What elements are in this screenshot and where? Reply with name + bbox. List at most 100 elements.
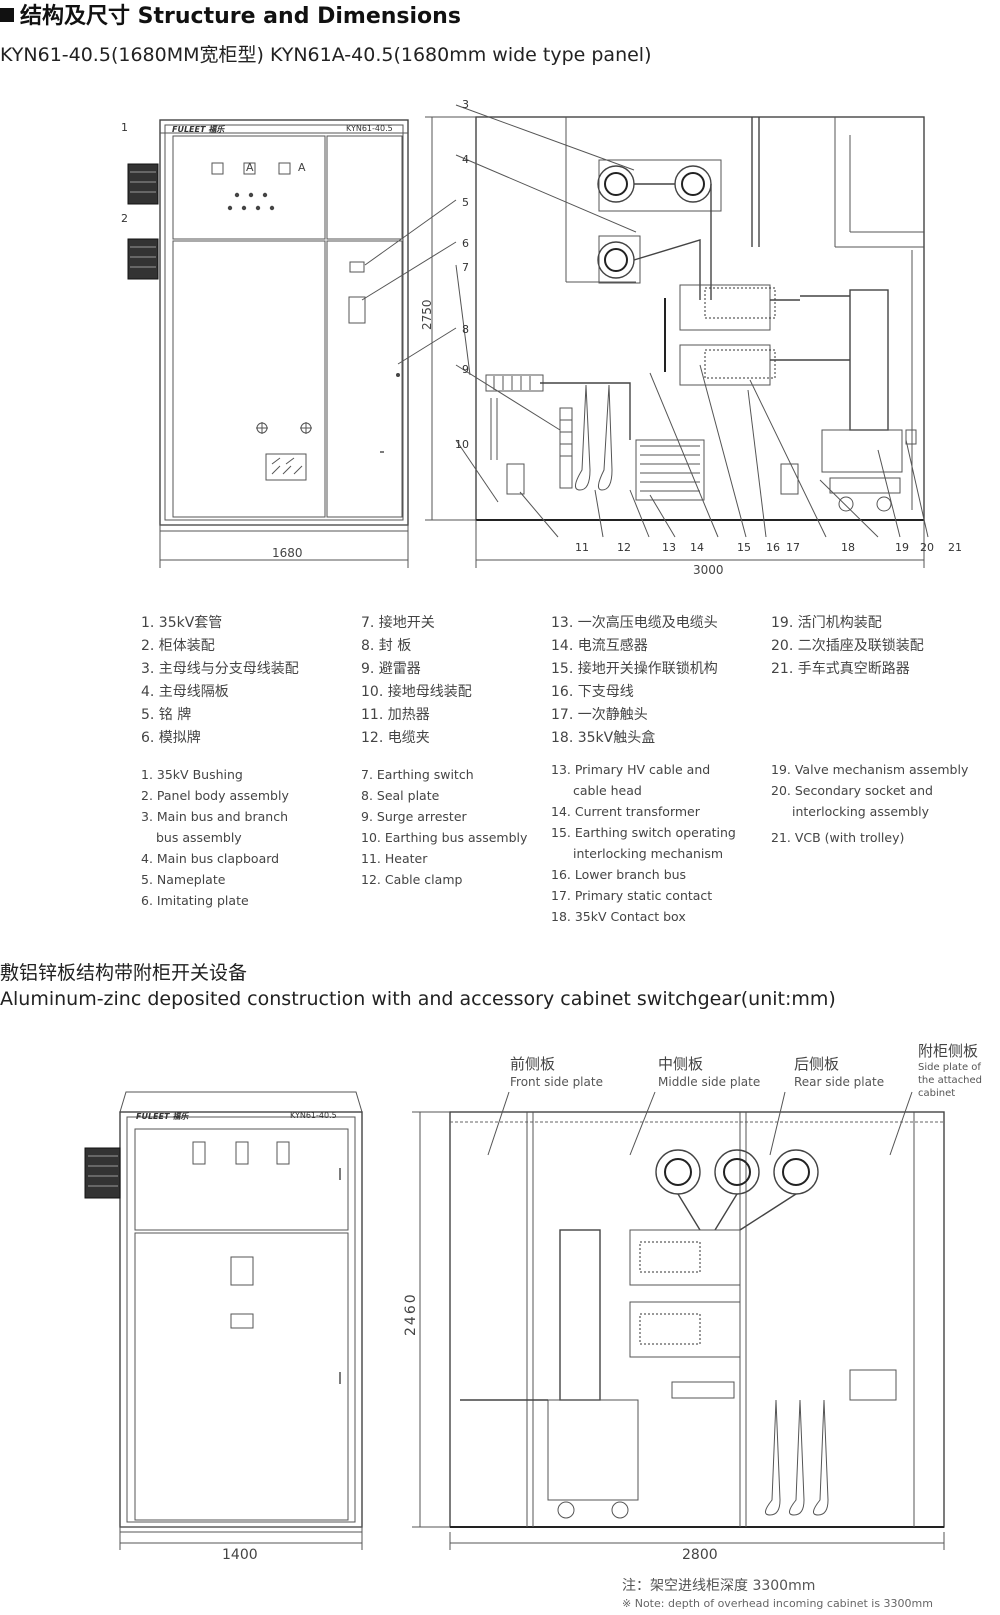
legend-en-item: 3. Main bus and branch bbox=[141, 809, 288, 824]
callout-12: 12 bbox=[617, 541, 631, 554]
legend-cn-item: 15. 接地开关操作联锁机构 bbox=[551, 661, 718, 677]
callout-16: 16 bbox=[766, 541, 780, 554]
dim-depth-3000: 3000 bbox=[693, 563, 724, 577]
legend-cn-item: 4. 主母线隔板 bbox=[141, 684, 229, 700]
legend-en-item: 12. Cable clamp bbox=[361, 872, 463, 887]
label-rear-side-plate-en: Rear side plate bbox=[794, 1075, 885, 1089]
dim-depth-2800: 2800 bbox=[682, 1547, 718, 1563]
indicator-label-a1: A bbox=[246, 161, 254, 174]
legend-cn-item: 18. 35kV触头盒 bbox=[551, 730, 656, 746]
panel2-model-label: KYN61-40.5 bbox=[290, 1111, 337, 1120]
legend-en-item: 7. Earthing switch bbox=[361, 767, 474, 782]
legend-cn-item: 12. 电缆夹 bbox=[361, 730, 430, 746]
callout-17: 17 bbox=[786, 541, 800, 554]
panel2-brand-logo: FULEET 福乐 bbox=[136, 1112, 189, 1121]
callout-19: 19 bbox=[895, 541, 909, 554]
legend-cn-item: 16. 下支母线 bbox=[551, 684, 634, 700]
callout-8: 8 bbox=[462, 323, 469, 336]
dim-height-2460: 2460 bbox=[403, 1292, 419, 1336]
legend-en-item: 15. Earthing switch operating bbox=[551, 825, 736, 840]
legend-cn-item: 10. 接地母线装配 bbox=[361, 684, 472, 700]
callout-2: 2 bbox=[121, 212, 128, 225]
legend-en-item: 6. Imitating plate bbox=[141, 893, 249, 908]
legend-en-item: 16. Lower branch bus bbox=[551, 867, 687, 882]
legend-en-item: cable head bbox=[573, 783, 642, 798]
page-title: 结构及尺寸 Structure and Dimensions bbox=[0, 0, 461, 30]
legend-en-item: bus assembly bbox=[156, 830, 242, 845]
note-en: ※ Note: depth of overhead incoming cabin… bbox=[622, 1597, 933, 1610]
legend-cn-item: 3. 主母线与分支母线装配 bbox=[141, 661, 299, 677]
callout-20: 20 bbox=[920, 541, 934, 554]
legend-en-item: 4. Main bus clapboard bbox=[141, 851, 280, 866]
callout-10: 10 bbox=[455, 438, 469, 451]
legend-cn-item: 21. 手车式真空断路器 bbox=[771, 661, 910, 677]
section2-title-cn: 敷铝锌板结构带附柜开关设备 bbox=[0, 962, 248, 984]
callout-18: 18 bbox=[841, 541, 855, 554]
legend-cn-item: 6. 模拟牌 bbox=[141, 730, 201, 746]
legend-en-item: 2. Panel body assembly bbox=[141, 788, 289, 803]
label-attached-side-plate-en: Side plate of the attached cabinet bbox=[918, 1062, 983, 1099]
callout-1: 1 bbox=[121, 121, 128, 134]
label-front-side-plate-en: Front side plate bbox=[510, 1075, 603, 1089]
legend-cn-item: 1. 35kV套管 bbox=[141, 615, 223, 631]
legend-en-item: 9. Surge arrester bbox=[361, 809, 467, 824]
legend-en-item: 14. Current transformer bbox=[551, 804, 700, 819]
side-view-panel-2 bbox=[412, 1091, 945, 1550]
legend-en-item: 5. Nameplate bbox=[141, 872, 226, 887]
legend-en-item: 13. Primary HV cable and bbox=[551, 762, 711, 777]
legend-en-item: 17. Primary static contact bbox=[551, 888, 713, 903]
legend-en-item: 10. Earthing bus assembly bbox=[361, 830, 528, 845]
structure-diagram-1 bbox=[127, 104, 929, 568]
callout-11: 11 bbox=[575, 541, 589, 554]
front-view-panel-2 bbox=[84, 1091, 363, 1550]
label-rear-side-plate-cn: 后侧板 bbox=[794, 1055, 840, 1073]
callout-6: 6 bbox=[462, 237, 469, 250]
legend-cn-item: 9. 避雷器 bbox=[361, 661, 421, 677]
callout-5: 5 bbox=[462, 196, 469, 209]
callout-7: 7 bbox=[462, 261, 469, 274]
dim-width-1680: 1680 bbox=[272, 546, 303, 560]
legend-cn-item: 8. 封 板 bbox=[361, 638, 412, 654]
front-view-panel bbox=[127, 119, 409, 568]
panel-model-label: KYN61-40.5 bbox=[346, 124, 393, 133]
legend-cn-item: 13. 一次高压电缆及电缆头 bbox=[551, 615, 718, 631]
legend-cn-item: 7. 接地开关 bbox=[361, 615, 435, 631]
black-square-icon bbox=[0, 8, 14, 22]
callout-3: 3 bbox=[462, 98, 469, 111]
legend-en-item: 19. Valve mechanism assembly bbox=[771, 762, 969, 777]
panel-brand-logo: FULEET 福乐 bbox=[172, 125, 225, 134]
legend-cn-item: 5. 铭 牌 bbox=[141, 707, 192, 723]
callout-14: 14 bbox=[690, 541, 704, 554]
callout-15: 15 bbox=[737, 541, 751, 554]
legend-cn-item: 11. 加热器 bbox=[361, 707, 430, 723]
legend-cn-item: 17. 一次静触头 bbox=[551, 707, 648, 723]
legend-en-item: 20. Secondary socket and bbox=[771, 783, 933, 798]
legend-cn-item: 19. 活门机构装配 bbox=[771, 615, 882, 631]
label-front-side-plate-cn: 前侧板 bbox=[510, 1055, 556, 1073]
callout-4: 4 bbox=[462, 153, 469, 166]
indicator-label-a2: A bbox=[298, 161, 306, 174]
page-title-text: 结构及尺寸 Structure and Dimensions bbox=[20, 4, 461, 29]
callout-21: 21 bbox=[948, 541, 962, 554]
legend-cn-item: 20. 二次插座及联锁装配 bbox=[771, 638, 924, 654]
label-attached-side-plate-cn: 附柜侧板 bbox=[918, 1042, 979, 1060]
legend-en-item: interlocking assembly bbox=[792, 804, 930, 819]
callout-9: 9 bbox=[462, 363, 469, 376]
side-view-panel bbox=[361, 104, 929, 568]
page-subtitle: KYN61-40.5(1680MM宽柜型) KYN61A-40.5(1680mm… bbox=[0, 44, 652, 66]
section2-title-en: Aluminum-zinc deposited construction wit… bbox=[0, 988, 836, 1010]
legend-en-item: 18. 35kV Contact box bbox=[551, 909, 686, 924]
dim-width-1400: 1400 bbox=[222, 1547, 258, 1563]
legend-cn-item: 2. 柜体装配 bbox=[141, 638, 215, 654]
note-cn: 注：架空进线柜深度 3300mm bbox=[622, 1578, 816, 1594]
legend-cn-item: 14. 电流互感器 bbox=[551, 638, 648, 654]
legend-en-item: 1. 35kV Bushing bbox=[141, 767, 243, 782]
legend-en-item: 11. Heater bbox=[361, 851, 428, 866]
legend-en-item: 21. VCB (with trolley) bbox=[771, 830, 905, 845]
label-middle-side-plate-cn: 中侧板 bbox=[658, 1055, 704, 1073]
callout-13: 13 bbox=[662, 541, 676, 554]
label-middle-side-plate-en: Middle side plate bbox=[658, 1075, 761, 1089]
legend-en-item: 8. Seal plate bbox=[361, 788, 440, 803]
legend-en-item: interlocking mechanism bbox=[573, 846, 724, 861]
